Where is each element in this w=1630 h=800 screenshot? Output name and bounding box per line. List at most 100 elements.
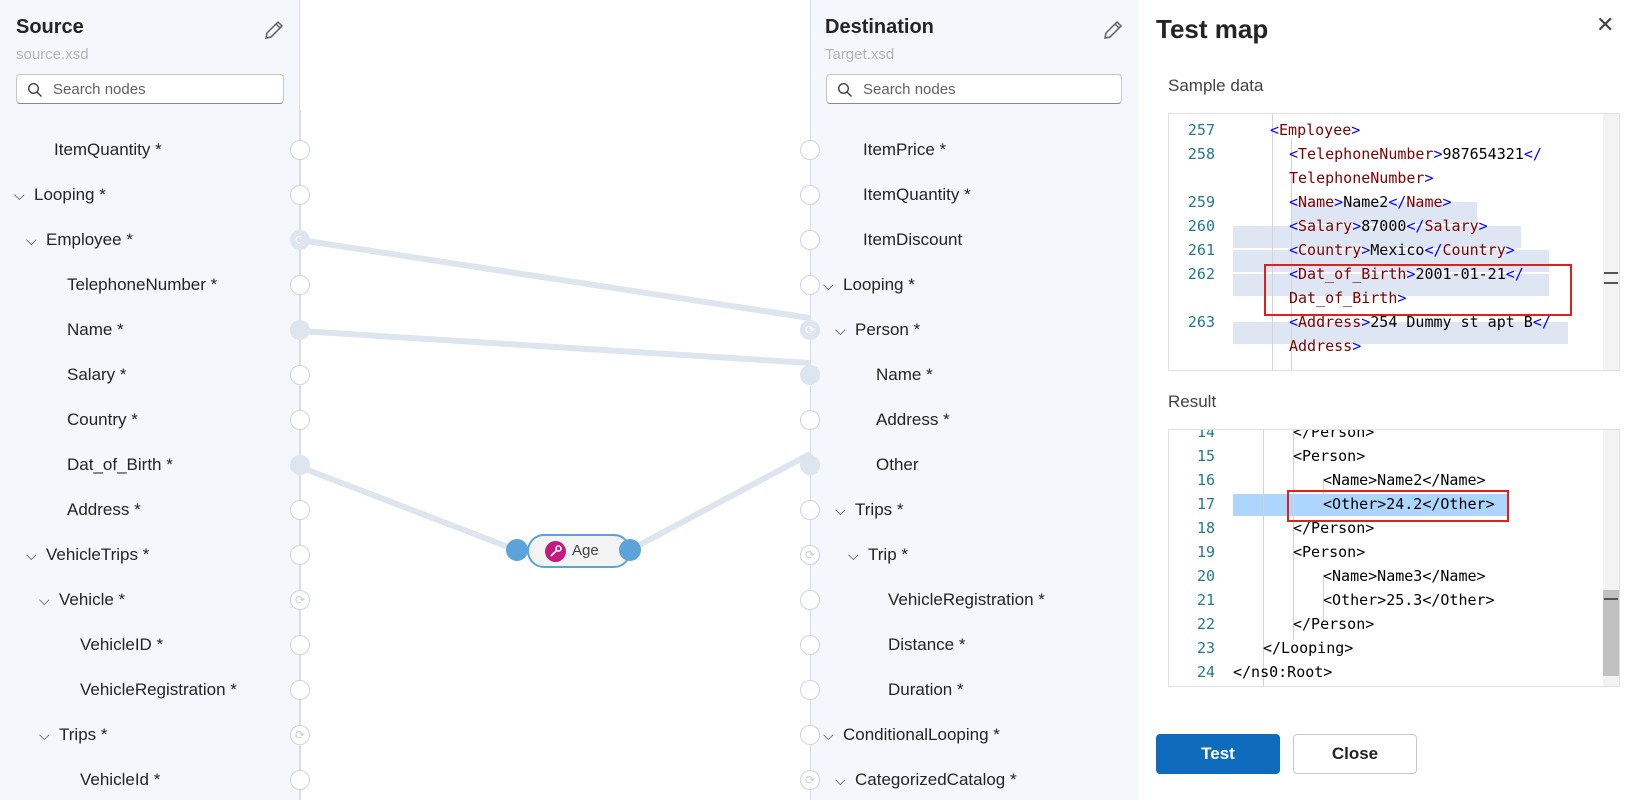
source-node[interactable]: ⌵Vehicle * (39, 578, 125, 622)
destination-connection-handle[interactable] (800, 410, 820, 430)
loop-icon[interactable]: ⟳ (290, 590, 310, 610)
destination-node[interactable]: ⌵CategorizedCatalog * (835, 758, 1017, 800)
function-input-handle[interactable] (506, 539, 528, 561)
chevron-down-icon[interactable]: ⌵ (26, 547, 37, 563)
source-node[interactable]: ⌵ Looping * (14, 173, 106, 217)
destination-connection-handle[interactable] (800, 275, 820, 295)
destination-node[interactable]: ⌵ConditionalLooping * (823, 713, 1000, 757)
source-node[interactable]: ⌵Employee * (26, 218, 133, 262)
destination-connection-handle[interactable] (800, 590, 820, 610)
chevron-down-icon[interactable]: ⌵ (26, 232, 37, 248)
destination-connection-handle[interactable] (800, 140, 820, 160)
source-node[interactable]: Name * (67, 308, 124, 352)
source-connection-handle[interactable] (290, 680, 310, 700)
destination-connection-handle[interactable] (800, 680, 820, 700)
result-editor[interactable]: 14</Person>15<Person>16<Name>Name2</Name… (1168, 429, 1620, 687)
source-node[interactable]: Address * (67, 488, 141, 532)
destination-node[interactable]: Other (876, 443, 919, 487)
destination-search-box[interactable] (826, 74, 1122, 104)
source-connection-handle[interactable] (290, 365, 310, 385)
loop-icon[interactable]: ⟳ (800, 770, 820, 790)
source-node[interactable]: Salary * (67, 353, 127, 397)
line-number: 14 (1196, 429, 1215, 441)
source-connection-handle[interactable] (290, 545, 310, 565)
source-node-label: Dat_of_Birth * (67, 455, 173, 474)
destination-node[interactable]: ⌵Looping * (823, 263, 915, 307)
function-output-handle[interactable] (619, 539, 641, 561)
destination-edit-button[interactable] (1101, 18, 1125, 42)
chevron-down-icon[interactable]: ⌵ (39, 727, 50, 743)
source-node[interactable]: ItemQuantity * (54, 128, 162, 172)
source-connection-handle[interactable] (290, 275, 310, 295)
code-line: <Other>25.3</Other> (1323, 591, 1495, 609)
sample-scrollbar[interactable] (1603, 114, 1619, 370)
source-connection-handle[interactable] (290, 185, 310, 205)
chevron-down-icon[interactable]: ⌵ (835, 502, 846, 518)
destination-node[interactable]: VehicleRegistration * (888, 578, 1045, 622)
chevron-down-icon[interactable]: ⌵ (39, 592, 50, 608)
test-button[interactable]: Test (1156, 734, 1280, 774)
destination-node[interactable]: Distance * (888, 623, 965, 667)
close-icon[interactable]: ✕ (1596, 12, 1615, 37)
source-edit-button[interactable] (262, 18, 286, 42)
destination-node[interactable]: ItemQuantity * (863, 173, 971, 217)
age-function-node[interactable]: Age (527, 534, 631, 568)
code-line: </Person> (1293, 429, 1375, 441)
source-search-box[interactable] (16, 74, 284, 104)
loop-icon[interactable]: ⟳ (290, 230, 310, 250)
sample-data-editor[interactable]: 257<Employee>258<TelephoneNumber>9876543… (1168, 113, 1620, 371)
close-button[interactable]: Close (1293, 734, 1417, 774)
destination-connection-handle[interactable] (800, 230, 820, 250)
chevron-down-icon[interactable]: ⌵ (848, 547, 859, 563)
source-node[interactable]: VehicleRegistration * (80, 668, 237, 712)
source-connection-handle[interactable] (290, 410, 310, 430)
result-scrollbar[interactable] (1603, 430, 1619, 686)
chevron-down-icon[interactable]: ⌵ (835, 772, 846, 788)
destination-node[interactable]: ⌵Trip * (848, 533, 908, 577)
destination-node[interactable]: ItemDiscount (863, 218, 962, 262)
source-node[interactable]: VehicleId * (80, 758, 160, 800)
source-node[interactable]: Dat_of_Birth * (67, 443, 173, 487)
destination-node[interactable]: Address * (876, 398, 950, 442)
pencil-icon (1104, 20, 1123, 39)
destination-node[interactable]: ⌵Person * (835, 308, 920, 352)
source-node[interactable]: ⌵Trips * (39, 713, 108, 757)
chevron-down-icon[interactable]: ⌵ (823, 727, 834, 743)
destination-connection-handle[interactable] (800, 500, 820, 520)
destination-connection-handle[interactable] (800, 365, 820, 385)
source-node-label: ItemQuantity * (54, 140, 162, 159)
source-connection-handle[interactable] (290, 455, 310, 475)
source-node-label: Looping * (34, 185, 106, 204)
chevron-down-icon[interactable]: ⌵ (14, 187, 25, 203)
source-connection-handle[interactable] (290, 635, 310, 655)
source-connection-handle[interactable] (290, 500, 310, 520)
destination-connection-handle[interactable] (800, 185, 820, 205)
destination-search-input[interactable] (863, 79, 1063, 99)
source-node[interactable]: VehicleID * (80, 623, 163, 667)
destination-node-label: Other (876, 455, 919, 474)
loop-icon[interactable]: ⟳ (800, 320, 820, 340)
source-node[interactable]: ⌵ VehicleTrips * (26, 533, 149, 577)
destination-node[interactable]: ⌵Trips * (835, 488, 904, 532)
chevron-down-icon[interactable]: ⌵ (835, 322, 846, 338)
source-connection-handle[interactable] (290, 320, 310, 340)
line-number: 263 (1187, 313, 1215, 331)
source-node-label: Country * (67, 410, 138, 429)
chevron-down-icon[interactable]: ⌵ (823, 277, 834, 293)
loop-icon[interactable]: ⟳ (800, 545, 820, 565)
source-node-label: VehicleTrips * (46, 545, 150, 564)
selection-highlight (1233, 250, 1549, 272)
destination-node[interactable]: Name * (876, 353, 933, 397)
destination-connection-handle[interactable] (800, 455, 820, 475)
destination-node[interactable]: ItemPrice * (863, 128, 946, 172)
destination-connection-handle[interactable] (800, 635, 820, 655)
source-connection-handle[interactable] (290, 770, 310, 790)
destination-connection-handle[interactable] (800, 725, 820, 745)
source-node[interactable]: Country * (67, 398, 138, 442)
destination-node[interactable]: Duration * (888, 668, 964, 712)
source-search-input[interactable] (53, 79, 253, 99)
source-connection-handle[interactable] (290, 140, 310, 160)
loop-icon[interactable]: ⟳ (290, 725, 310, 745)
source-node[interactable]: TelephoneNumber * (67, 263, 217, 307)
result-scroll-thumb[interactable] (1603, 590, 1619, 676)
